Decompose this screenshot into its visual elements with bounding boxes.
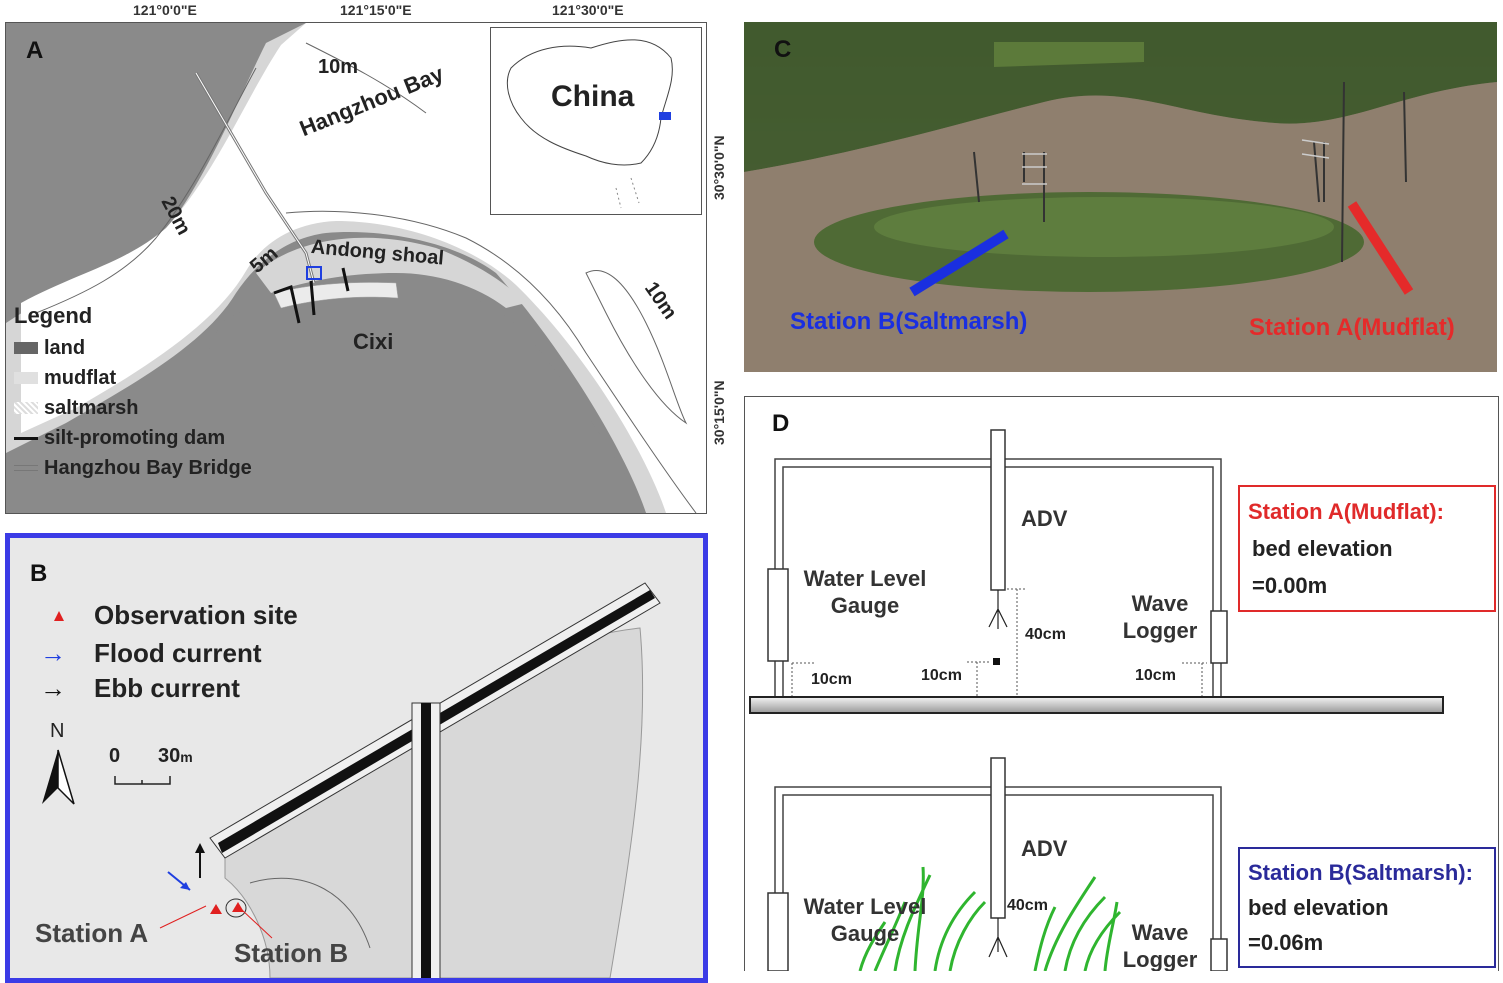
legend-item-mudflat: mudflat bbox=[14, 363, 252, 393]
lat-label-2: 30°15'0"N bbox=[711, 380, 727, 445]
legend-item-dam: silt-promoting dam bbox=[14, 423, 252, 453]
dim-10cm-mid: 10cm bbox=[921, 667, 962, 684]
legend-label-observation: Observation site bbox=[94, 600, 298, 630]
ebb-arrow-icon: → bbox=[40, 673, 66, 703]
legend-row-flood: → Flood current bbox=[40, 638, 262, 669]
station-b-info-box: Station B(Saltmarsh): bed elevation =0.0… bbox=[1238, 847, 1496, 968]
legend-label-bridge: Hangzhou Bay Bridge bbox=[44, 456, 252, 479]
wave-logger-label-top: Wave Logger bbox=[1115, 590, 1205, 644]
water-level-line1-bottom: Water Level bbox=[803, 894, 927, 919]
legend-label-ebb: Ebb current bbox=[94, 673, 240, 703]
panel-a-map: China A 10m Hangzhou Bay 20m 5m Andong s… bbox=[5, 22, 707, 514]
adv-label-bottom: ADV bbox=[1021, 836, 1068, 861]
legend-item-bridge: Hangzhou Bay Bridge bbox=[14, 453, 252, 483]
panel-c-photo: C Station B(Saltmarsh) Station A(Mudflat… bbox=[744, 22, 1497, 372]
dim-10cm-left: 10cm bbox=[811, 671, 852, 688]
panel-b-site-map: B Observation site → Flood current → Ebb… bbox=[5, 533, 708, 983]
station-a-label: Station A bbox=[35, 918, 149, 948]
dim-40cm-bottom: 40cm bbox=[1007, 897, 1048, 914]
saltmarsh-swatch bbox=[14, 402, 38, 414]
grass-graphic bbox=[858, 866, 1122, 971]
inset-map: China bbox=[490, 27, 702, 215]
scale-unit: m bbox=[180, 749, 193, 765]
china-outline-graphic bbox=[506, 39, 673, 209]
north-label: N bbox=[50, 720, 65, 742]
panel-d-schematic: D ADV Water Level Gauge Wave Logger 40cm… bbox=[744, 396, 1499, 971]
legend-label-dam: silt-promoting dam bbox=[44, 426, 226, 449]
legend-label-flood: Flood current bbox=[94, 638, 262, 668]
station-b-info-title: Station B(Saltmarsh): bbox=[1248, 860, 1473, 885]
land-swatch bbox=[14, 342, 38, 354]
dim-10cm-right: 10cm bbox=[1135, 667, 1176, 684]
panel-b-graphic bbox=[42, 582, 661, 978]
scale-end-value: 30 bbox=[158, 745, 181, 767]
photo-station-b-label: Station B(Saltmarsh) bbox=[790, 308, 1028, 335]
legend-row-observation: Observation site bbox=[40, 600, 298, 631]
panel-c-letter: C bbox=[774, 36, 792, 63]
water-level-line1: Water Level bbox=[803, 566, 927, 591]
legend-item-land: land bbox=[14, 333, 252, 363]
scale-start-label: 0 bbox=[109, 745, 121, 767]
panel-c-scene bbox=[744, 22, 1497, 372]
station-a-info-title: Station A(Mudflat): bbox=[1248, 499, 1444, 524]
water-level-gauge-label-bottom: Water Level Gauge bbox=[795, 893, 935, 947]
wave-line1: Wave bbox=[1131, 591, 1189, 616]
wave-logger-label-bottom: Wave Logger bbox=[1115, 919, 1205, 971]
inset-location-marker bbox=[659, 112, 671, 120]
lon-label-1: 121°0'0"E bbox=[133, 2, 197, 18]
station-a-bed-label: bed elevation bbox=[1252, 536, 1393, 561]
station-b-label: Station B bbox=[234, 938, 349, 968]
flood-arrow-icon: → bbox=[40, 638, 66, 668]
legend-row-ebb: → Ebb current bbox=[40, 673, 240, 704]
legend-label-land: land bbox=[44, 336, 86, 359]
station-b-bed-label: bed elevation bbox=[1248, 895, 1389, 920]
lon-label-3: 121°30'0"E bbox=[552, 2, 624, 18]
photo-station-a-label: Station A(Mudflat) bbox=[1249, 314, 1455, 341]
panel-d-letter: D bbox=[772, 410, 790, 437]
station-b-bed-value: =0.06m bbox=[1248, 930, 1324, 955]
panel-b-letter: B bbox=[30, 560, 48, 587]
water-level-gauge-label-top: Water Level Gauge bbox=[795, 565, 935, 619]
wave-line1-bottom: Wave bbox=[1131, 920, 1189, 945]
wave-line2: Logger bbox=[1122, 618, 1198, 643]
water-level-line2-bottom: Gauge bbox=[830, 921, 900, 946]
lon-label-2: 121°15'0"E bbox=[340, 2, 412, 18]
legend-label-mudflat: mudflat bbox=[44, 366, 117, 389]
dim-40cm-top: 40cm bbox=[1025, 626, 1066, 643]
panel-d-drawing bbox=[749, 429, 1444, 971]
town-label-cixi: Cixi bbox=[353, 329, 394, 354]
dam-swatch bbox=[14, 436, 38, 440]
bridge-swatch bbox=[14, 465, 38, 471]
legend-item-saltmarsh: saltmarsh bbox=[14, 393, 252, 423]
depth-label-10m-top: 10m bbox=[318, 56, 359, 78]
mudflat-swatch bbox=[14, 372, 38, 384]
map-legend: Legend land mudflat saltmarsh silt-promo… bbox=[14, 303, 252, 483]
water-level-line2: Gauge bbox=[830, 593, 900, 618]
station-a-bed-value: =0.00m bbox=[1252, 573, 1328, 598]
panel-a-letter: A bbox=[26, 37, 44, 64]
legend-label-saltmarsh: saltmarsh bbox=[44, 396, 139, 419]
scale-end-label: 30m bbox=[158, 745, 193, 768]
observation-site-icon bbox=[54, 610, 64, 621]
station-a-info-box: Station A(Mudflat): bed elevation =0.00m bbox=[1238, 485, 1496, 612]
wave-line2-bottom: Logger bbox=[1122, 947, 1198, 971]
legend-title: Legend bbox=[14, 303, 93, 328]
adv-label-top: ADV bbox=[1021, 506, 1068, 531]
lat-label-1: 30°30'0"N bbox=[711, 135, 727, 200]
inset-china-label: China bbox=[551, 80, 635, 113]
